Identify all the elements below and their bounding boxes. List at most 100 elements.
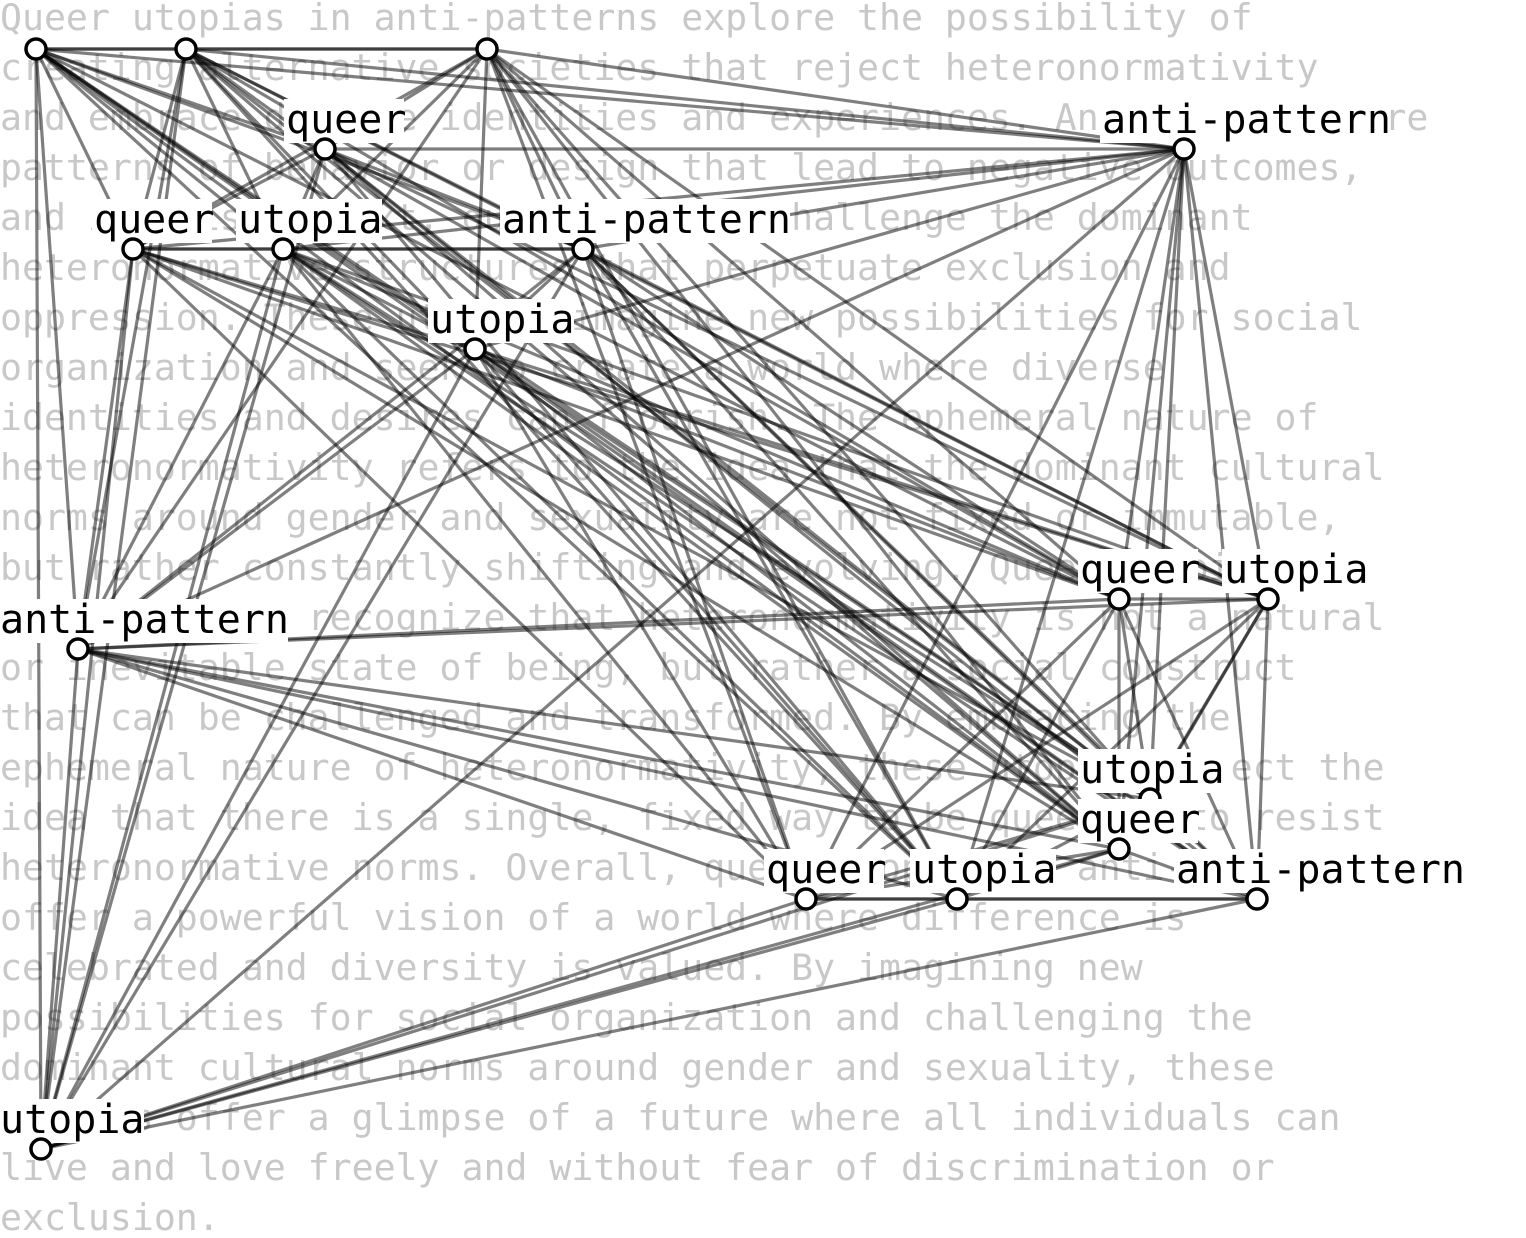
- node-marker: [945, 887, 969, 911]
- node-marker: [794, 887, 818, 911]
- graph-edge: [77, 647, 1151, 801]
- node-marker: [1245, 887, 1269, 911]
- graph-edge: [1182, 148, 1270, 600]
- graph-edge: [39, 148, 327, 1150]
- background-text-line: possibilities for social organization an…: [0, 996, 1253, 1039]
- graph-edge: [1148, 148, 1186, 800]
- graph-node: utopia: [428, 297, 575, 361]
- node-label-background: [0, 1099, 144, 1143]
- background-text-line: Queer utopias in anti-patterns explore t…: [0, 0, 1253, 39]
- node-marker: [313, 137, 337, 161]
- node-label: queer: [1080, 547, 1200, 593]
- graph-edge: [40, 897, 807, 1151]
- graph-node: anti-pattern: [0, 597, 289, 661]
- graph-edge: [35, 47, 1120, 601]
- node-label: utopia: [238, 197, 383, 243]
- node-label-background: [0, 599, 288, 643]
- background-text-line: offer a powerful vision of a world where…: [0, 896, 1187, 939]
- graph-edge: [486, 47, 1269, 601]
- graph-edge: [132, 247, 1120, 851]
- graph-node: queer: [764, 847, 886, 911]
- node-label: queer: [766, 847, 886, 893]
- graph-edge: [40, 897, 958, 1151]
- node-marker: [1172, 137, 1196, 161]
- node-marker: [271, 237, 295, 261]
- graph-edge: [39, 248, 135, 1150]
- node-marker: [571, 237, 595, 261]
- node-label: queer: [286, 97, 406, 143]
- graph-node: anti-pattern: [1100, 97, 1391, 161]
- graph-edge: [282, 247, 1120, 601]
- graph-edge: [132, 247, 1120, 601]
- node-label: anti-pattern: [1102, 97, 1391, 143]
- graph-edge: [486, 47, 1185, 151]
- graph-edge: [485, 48, 808, 900]
- graph-edge: [34, 47, 959, 901]
- node-label-background: [1222, 549, 1368, 593]
- node-label-background: [500, 199, 790, 243]
- graph-node: utopia: [236, 197, 383, 261]
- node-label: utopia: [430, 297, 575, 343]
- node-marker: [121, 237, 145, 261]
- graph-edge: [76, 48, 188, 650]
- node-label: utopia: [912, 847, 1057, 893]
- graph-edge: [77, 647, 1120, 851]
- graph-edge: [77, 647, 807, 901]
- graph-edge: [804, 148, 1186, 900]
- node-marker: [475, 37, 499, 61]
- graph-edge: [324, 147, 1269, 601]
- graph-edge: [281, 247, 959, 901]
- graph-edge: [473, 347, 959, 901]
- graph-node: utopia: [1078, 747, 1225, 811]
- node-label: queer: [94, 197, 214, 243]
- node-label: utopia: [1224, 547, 1369, 593]
- graph-node: queer: [92, 197, 214, 261]
- graph-node: anti-pattern: [1174, 847, 1465, 911]
- graph-edge: [582, 247, 1269, 601]
- graph-edge: [76, 248, 285, 650]
- graph-node: anti-pattern: [500, 197, 791, 261]
- graph-edge: [39, 648, 80, 1150]
- graph-node: utopia: [0, 1097, 145, 1161]
- node-label-background: [1078, 799, 1198, 843]
- graph-edge: [39, 248, 285, 1150]
- node-label-background: [92, 199, 212, 243]
- graph-edge: [323, 147, 1121, 851]
- graph-edge: [474, 347, 1151, 801]
- node-marker: [174, 37, 198, 61]
- graph-edge: [39, 147, 1186, 1151]
- graph-edge: [131, 247, 808, 901]
- graph-node: utopia: [910, 847, 1057, 911]
- graph-edge: [474, 147, 1185, 351]
- graph-node: queer: [1078, 797, 1200, 861]
- graph-edge: [35, 47, 1185, 151]
- node-label: anti-pattern: [1176, 847, 1465, 893]
- graph-nodes: queerutopiaanti-patternqueeranti-pattern…: [0, 37, 1465, 1161]
- graph-edge: [282, 247, 1120, 851]
- node-label: utopia: [1080, 747, 1225, 793]
- graph-node: queer: [284, 97, 406, 161]
- graph-edge: [581, 248, 959, 900]
- node-marker: [463, 337, 487, 361]
- background-text-line: dominant cultural norms around gender an…: [0, 1046, 1275, 1089]
- node-label-background: [764, 849, 884, 893]
- background-text-line: creating alternative societies that reje…: [0, 46, 1319, 89]
- graph-edge: [39, 348, 477, 1150]
- graph-edge: [34, 48, 80, 650]
- node-label: utopia: [0, 1097, 145, 1143]
- graph-node: utopia: [174, 37, 198, 61]
- background-text-line: live and love freely and without fear of…: [0, 1146, 1275, 1189]
- node-label: queer: [1080, 797, 1200, 843]
- background-text-line: utopias offer a glimpse of a future wher…: [0, 1096, 1340, 1139]
- node-marker: [1107, 837, 1131, 861]
- node-label-background: [428, 299, 574, 343]
- node-label: anti-pattern: [502, 197, 791, 243]
- node-label-background: [284, 99, 404, 143]
- graph-edge: [324, 147, 1120, 601]
- background-text-line: heteronormative norms. Overall, queer ut…: [0, 846, 1362, 889]
- graph-edge: [581, 248, 808, 900]
- graph-node: anti-pattern: [475, 37, 499, 61]
- node-label-background: [1174, 849, 1464, 893]
- background-text-line: exclusion.: [0, 1196, 220, 1238]
